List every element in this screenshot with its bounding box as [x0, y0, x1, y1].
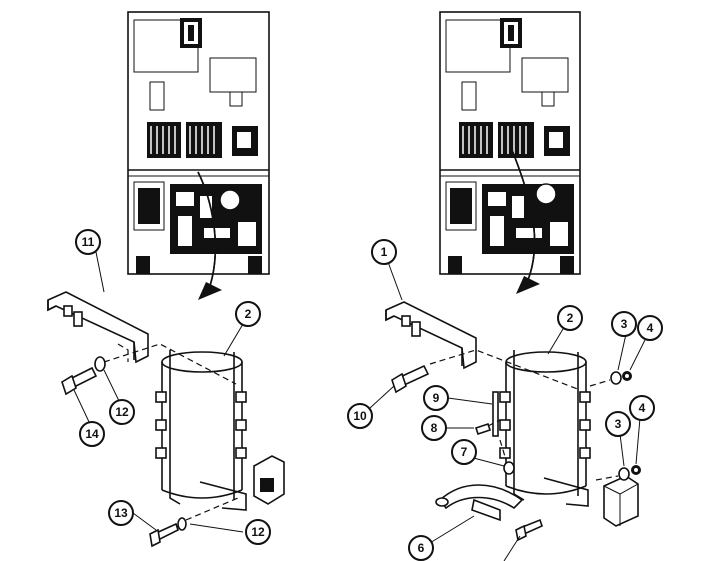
- svg-text:8: 8: [431, 421, 438, 435]
- callout-14: 14: [79, 421, 105, 447]
- screw-part: [61, 356, 106, 396]
- bracket-part: [47, 291, 149, 364]
- callout-12-upper: 12: [109, 399, 135, 425]
- callout-3-lower: 3: [605, 411, 631, 437]
- screw-part-lower: [149, 517, 187, 548]
- svg-text:9: 9: [433, 391, 440, 405]
- screw-7-part: [503, 461, 515, 475]
- callout-13: 13: [108, 500, 134, 526]
- callout-10: 10: [347, 403, 373, 429]
- svg-text:12: 12: [115, 405, 129, 419]
- svg-text:11: 11: [82, 235, 95, 249]
- hardware-upper: [610, 371, 632, 385]
- right-view: 1 2 3 4 10 9 8 7: [347, 11, 663, 561]
- svg-text:6: 6: [418, 541, 425, 555]
- svg-text:12: 12: [251, 525, 265, 539]
- callout-6: 6: [408, 535, 434, 561]
- svg-text:10: 10: [353, 409, 367, 423]
- svg-text:4: 4: [647, 321, 654, 335]
- pin-part: [492, 391, 499, 437]
- callout-3-upper: 3: [611, 311, 637, 337]
- hardware-lower: [618, 465, 641, 481]
- svg-text:14: 14: [85, 427, 99, 441]
- callout-8: 8: [421, 415, 447, 441]
- clip-part: [603, 475, 639, 527]
- left-cabinet: [127, 11, 270, 300]
- callout-9: 9: [423, 385, 449, 411]
- callout-4-lower: 4: [629, 395, 655, 421]
- svg-text:3: 3: [621, 317, 628, 331]
- callout-1: 1: [371, 239, 397, 265]
- svg-text:2: 2: [567, 311, 574, 325]
- strap-part: [435, 484, 524, 522]
- screw-bottom-part: [515, 518, 543, 542]
- bracket-part: [385, 301, 477, 370]
- left-view: 11 2 12 14 13 12: [47, 11, 285, 548]
- callout-4-upper: 4: [637, 315, 663, 341]
- right-cabinet: [439, 11, 581, 294]
- small-screw-part: [474, 422, 492, 436]
- svg-text:4: 4: [639, 401, 646, 415]
- svg-text:13: 13: [114, 506, 128, 520]
- callout-7: 7: [451, 439, 477, 465]
- svg-text:3: 3: [615, 417, 622, 431]
- svg-text:7: 7: [461, 445, 468, 459]
- svg-text:2: 2: [245, 307, 252, 321]
- callout-11: 11: [75, 229, 101, 255]
- svg-text:1: 1: [381, 245, 388, 259]
- callout-12-lower: 12: [245, 519, 271, 545]
- holder-part: [499, 350, 591, 507]
- screw-part: [391, 364, 430, 394]
- holder-part: [155, 350, 247, 511]
- clip-part: [253, 455, 285, 505]
- callout-2: 2: [235, 301, 261, 327]
- callout-2: 2: [557, 305, 583, 331]
